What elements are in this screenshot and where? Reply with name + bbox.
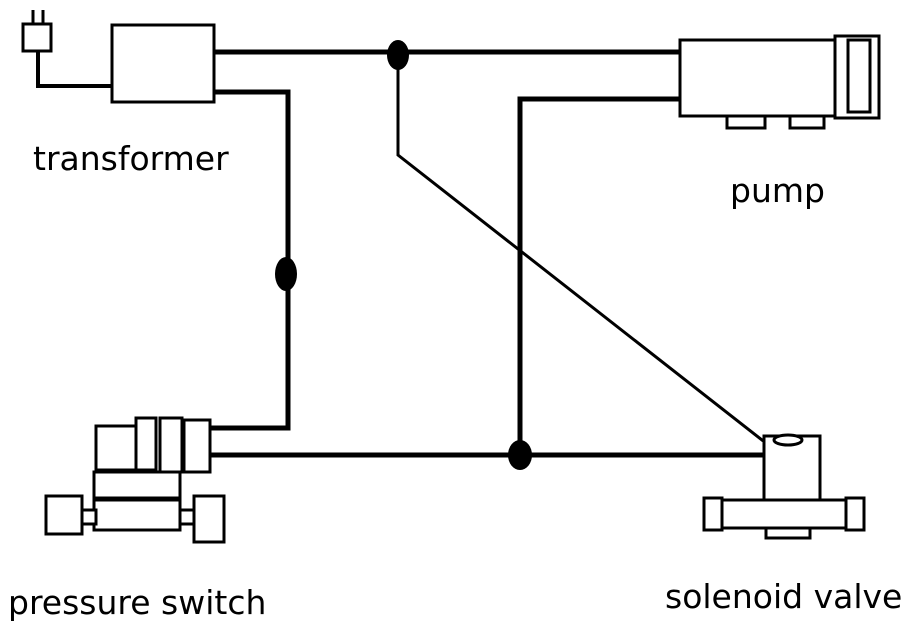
junction-middle <box>275 257 297 291</box>
junction-bottom <box>508 440 532 470</box>
transformer-label: transformer <box>33 139 229 178</box>
pump-label: pump <box>730 171 825 210</box>
pressure-switch-label: pressure switch <box>8 583 267 622</box>
junction-top <box>387 40 409 70</box>
transformer-box <box>110 23 216 104</box>
plug-icon <box>21 10 53 53</box>
pressure-switch-icon <box>44 416 226 544</box>
plug-cord <box>36 50 114 88</box>
solenoid-valve-label: solenoid valve <box>665 577 903 616</box>
wire-pump-to-junction <box>517 96 683 458</box>
pump-icon <box>678 34 881 130</box>
solenoid-valve-icon <box>702 433 866 540</box>
wire-diagonal-to-solenoid <box>396 50 765 443</box>
